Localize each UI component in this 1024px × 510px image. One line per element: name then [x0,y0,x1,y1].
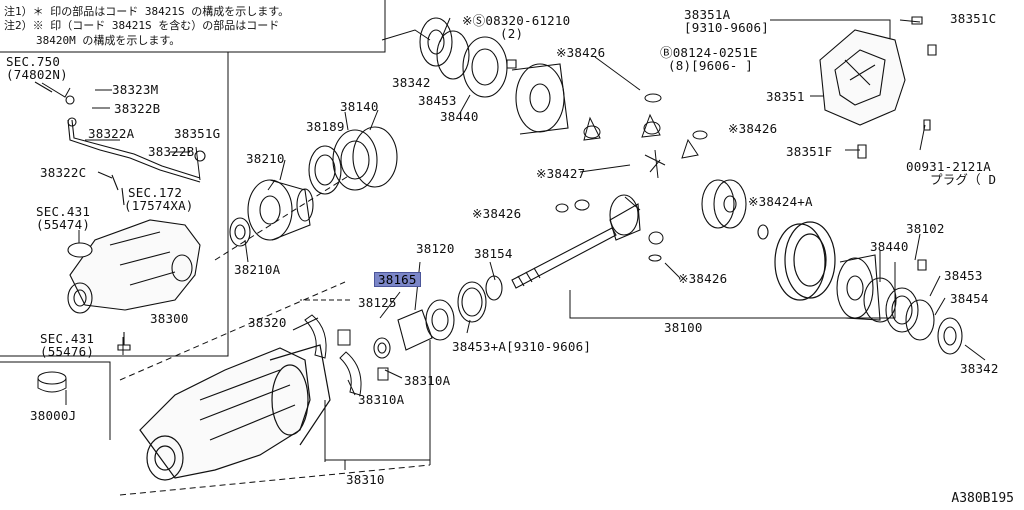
label-38320[interactable]: 38320 [248,315,287,330]
label-38323m[interactable]: 38323M [112,82,159,97]
label-38342-right[interactable]: 38342 [960,361,999,376]
pinion-gears [555,93,708,262]
rear-cover-38351 [819,16,937,159]
label-38440-left[interactable]: 38440 [440,109,479,124]
label-38351c[interactable]: 38351C [950,11,997,26]
label-38000j[interactable]: 38000J [30,408,77,423]
spacer-parts [373,275,503,359]
diff-case-right [836,254,963,355]
label-38351a[interactable]: 38351A [684,7,731,22]
left-panel-border [0,52,229,357]
label-38100[interactable]: 38100 [664,320,703,335]
label-38342-left[interactable]: 38342 [392,75,431,90]
label-38210a[interactable]: 38210A [234,262,281,277]
bracket-38320 [304,314,389,396]
label-00931-2121a[interactable]: 00931-2121A [906,159,991,174]
side-gear-38424 [701,179,769,240]
label-38351[interactable]: 38351 [766,89,805,104]
bracket-38100 [569,262,896,319]
label-38322b-b[interactable]: 38322B [148,144,195,159]
label-38427[interactable]: ※38427 [536,166,586,181]
label-38102[interactable]: 38102 [906,221,945,236]
label-38453-left[interactable]: 38453 [418,93,457,108]
label-38310[interactable]: 38310 [346,472,385,487]
lower-left-panel-border [0,361,111,440]
label-38322c[interactable]: 38322C [40,165,87,180]
final-drive-small [67,219,201,351]
label-08320-qty: (2) [500,26,524,41]
bearing-38140 [332,126,398,191]
drive-pinion-38100 [511,194,641,289]
label-sec431-b[interactable]: SEC.431 [40,331,95,346]
breather-hose [34,81,206,206]
label-38426-c[interactable]: ※38426 [472,206,522,221]
ring-gear [774,221,836,301]
label-38154[interactable]: 38154 [474,246,513,261]
diagram-id: A380B195 [951,491,1014,506]
label-38322a[interactable]: 38322A [88,126,135,141]
label-38426-b[interactable]: ※38426 [728,121,778,136]
label-38125[interactable]: 38125 [358,295,397,310]
label-38310a-b[interactable]: 38310A [358,392,405,407]
label-38120[interactable]: 38120 [416,241,455,256]
label-38426-a[interactable]: ※38426 [556,45,606,60]
label-38210[interactable]: 38210 [246,151,285,166]
label-08124-qty: (8)[9606- ] [668,58,753,73]
label-38300[interactable]: 38300 [150,311,189,326]
flange-38210 [229,179,314,247]
label-38453-right[interactable]: 38453 [944,268,983,283]
label-sec750-sub: (74802N) [6,67,68,82]
label-08320-61210[interactable]: ※Ⓢ08320-61210 [462,13,571,28]
guide-line-cover [119,281,346,381]
note-line-3: 38420M の構成を示します。 [36,34,181,47]
label-38310a-a[interactable]: 38310A [404,373,451,388]
note-line-1: 注1）＊ 印の部品はコード 38421S の構成を示します。 [4,5,290,18]
label-38165-highlighted[interactable]: 38165 [374,272,421,287]
label-38351a-date: [9310-9606] [684,20,769,35]
label-38322b-a[interactable]: 38322B [114,101,161,116]
label-38351g[interactable]: 38351G [174,126,221,141]
label-38440-right[interactable]: 38440 [870,239,909,254]
label-sec172-sub: (17574XA) [124,198,194,213]
label-sec431-b-sub: (55476) [40,344,95,359]
seal-38189 [308,145,342,195]
label-38189[interactable]: 38189 [306,119,345,134]
side-bearing-left [419,17,508,98]
label-38454[interactable]: 38454 [950,291,989,306]
note-line-2: 注2）※ 印（コード 38421S を含む）の部品はコード [4,19,280,32]
guide-line-flange [214,174,351,261]
label-sec431-a-sub: (55474) [36,217,91,232]
label-38140[interactable]: 38140 [340,99,379,114]
label-08124-0251e[interactable]: Ⓑ08124-0251E [660,45,758,60]
label-38351f[interactable]: 38351F [786,144,833,159]
label-sec431-a[interactable]: SEC.431 [36,204,91,219]
label-38426-d[interactable]: ※38426 [678,271,728,286]
label-38453a[interactable]: 38453+A[9310-9606] [452,339,592,354]
diff-case-top [506,59,569,135]
label-sec172[interactable]: SEC.172 [128,185,183,200]
label-sec750[interactable]: SEC.750 [6,54,61,69]
cap-38000j [37,371,67,393]
label-plug: プラグ（ D [930,172,997,187]
label-38424a[interactable]: ※38424+A [748,194,813,209]
note-box-border [0,0,386,53]
housing-38310 [139,344,331,481]
